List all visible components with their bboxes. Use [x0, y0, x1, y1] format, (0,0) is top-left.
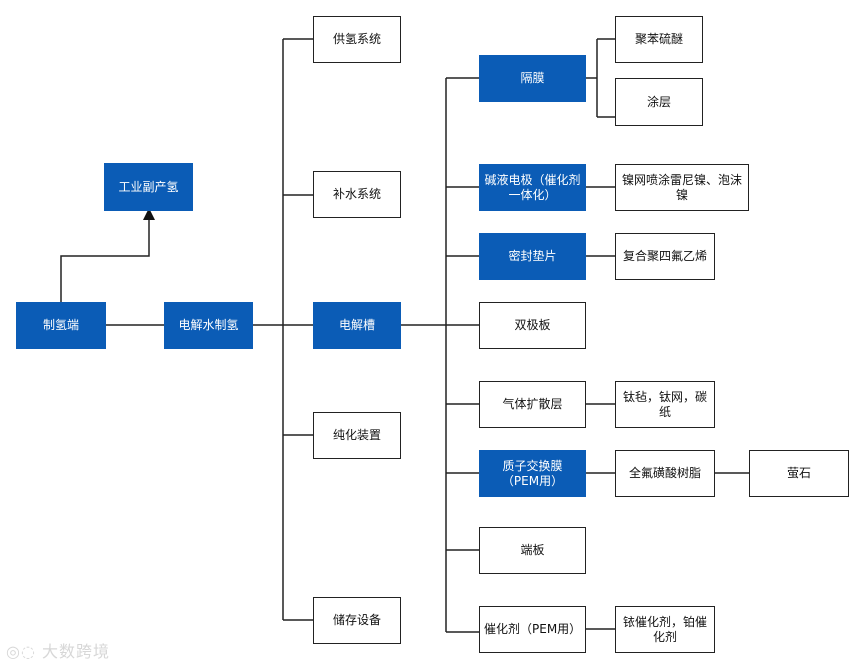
node-ptfe: 复合聚四氟乙烯: [615, 233, 715, 280]
node-storage-device: 储存设备: [313, 597, 401, 644]
node-titanium-felt: 钛毡，钛网，碳纸: [615, 381, 715, 428]
node-fluorite: 萤石: [749, 450, 849, 497]
node-industrial-hydrogen: 工业副产氢: [104, 163, 193, 211]
node-end-plate: 端板: [479, 527, 586, 574]
node-iridium-platinum-catalyst: 铱催化剂，铂催化剂: [615, 606, 715, 653]
node-coating: 涂层: [615, 78, 703, 126]
node-nickel-mesh: 镍网喷涂雷尼镍、泡沫镍: [615, 164, 749, 211]
node-purification-device: 纯化装置: [313, 412, 401, 459]
node-pps: 聚苯硫醚: [615, 16, 703, 63]
watermark: ◎◌ 大数跨境: [6, 642, 111, 661]
node-catalyst-pem: 催化剂（PEM用）: [479, 606, 586, 653]
node-hydrogen-end: 制氢端: [16, 302, 106, 349]
node-pem: 质子交换膜（PEM用）: [479, 450, 586, 497]
node-alkaline-electrode: 碱液电极（催化剂一体化）: [479, 164, 586, 211]
node-diaphragm: 隔膜: [479, 55, 586, 102]
node-gas-diffusion-layer: 气体扩散层: [479, 381, 586, 428]
node-bipolar-plate: 双极板: [479, 302, 586, 349]
connector-hydrogen-to-industrial: [60, 208, 155, 302]
node-sealing-gasket: 密封垫片: [479, 233, 586, 280]
watermark-icon: ◎◌: [6, 642, 43, 661]
node-hydrogen-supply-system: 供氢系统: [313, 16, 401, 63]
node-water-supply-system: 补水系统: [313, 171, 401, 218]
node-pfsa-resin: 全氟磺酸树脂: [615, 450, 715, 497]
node-water-electrolysis: 电解水制氢: [164, 302, 253, 349]
node-electrolyzer: 电解槽: [313, 302, 401, 349]
